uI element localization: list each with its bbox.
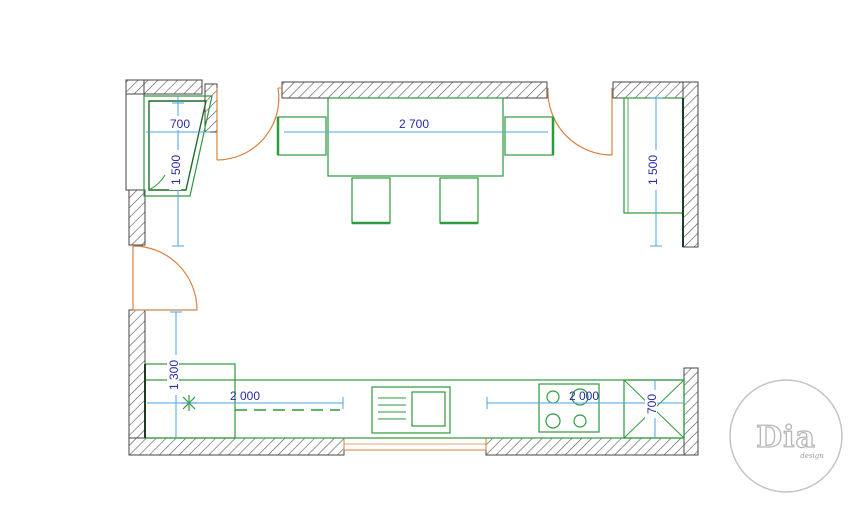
doors: [132, 87, 613, 311]
dim-dining-length: 2 700: [399, 117, 429, 131]
dia-design-logo: Dia design: [729, 379, 843, 493]
wall-right-upper: [682, 81, 699, 248]
logo-subtext: design: [800, 452, 824, 460]
logo-text: Dia: [756, 420, 816, 455]
dining-table: [327, 97, 504, 177]
chair-bottom-1: [351, 177, 391, 224]
wall-bottom-right: [485, 437, 699, 456]
door-top-right-swing: [547, 87, 613, 156]
wall-top-middle: [281, 81, 548, 99]
wall-top-left-corner: [125, 79, 145, 191]
dim-top-right-height: 1 500: [646, 155, 660, 185]
burner-3: [545, 413, 561, 429]
sink: [371, 386, 451, 434]
wall-right-lower: [683, 367, 699, 456]
cooktop: [538, 383, 600, 433]
dim-bottom-right-length: 2 000: [569, 389, 599, 403]
chair-right: [504, 116, 554, 156]
wall-left-lower: [128, 309, 146, 456]
dim-top-left-width: 700: [170, 117, 190, 131]
wall-top-left-cap: [125, 79, 203, 95]
dim-top-left-height: 1 500: [169, 155, 183, 185]
dimension-labels: 700 1 500 2 700 1 500 1 300 2 000 2 000 …: [164, 116, 660, 418]
corner-cabinet-top-left: [143, 95, 213, 197]
corner-cabinet-inner: [148, 100, 207, 191]
burner-4: [573, 414, 587, 428]
chair-bottom-2: [439, 177, 479, 224]
furniture: [143, 95, 685, 439]
door-top-left-swing: [216, 87, 280, 161]
sink-basin: [411, 391, 446, 427]
corner-unit-bottom-right: [623, 379, 685, 439]
sink-drainer: [378, 397, 406, 420]
dim-bottom-left-length: 2 000: [230, 389, 260, 403]
walls: [125, 79, 699, 456]
wall-left-upper-fin: [204, 83, 218, 133]
wall-left-upper: [128, 189, 146, 246]
burner-1: [546, 390, 560, 404]
door-left-swing: [132, 245, 198, 311]
dim-bottom-left-height: 1 300: [167, 360, 181, 390]
wall-bottom-left: [128, 437, 345, 456]
chair-left: [277, 116, 327, 156]
counter-left-tall: [144, 363, 236, 439]
burner-2: [571, 388, 589, 406]
dim-bottom-right-depth: 700: [645, 394, 659, 414]
